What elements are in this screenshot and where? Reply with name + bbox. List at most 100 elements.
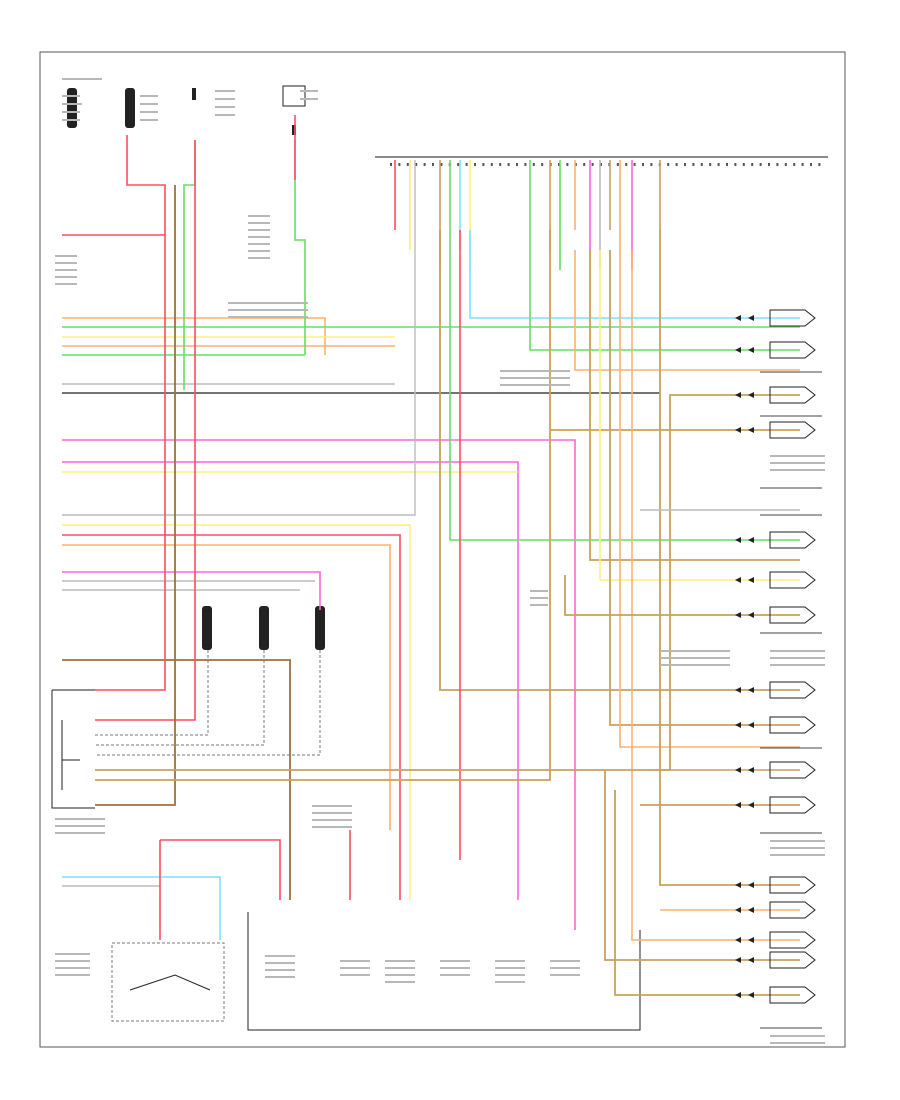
sensor-connector (735, 876, 816, 894)
connector-pin (784, 163, 787, 166)
tiny-label (55, 974, 90, 976)
sensor-connector (735, 309, 816, 327)
tiny-label (55, 967, 90, 969)
connector-pin (390, 163, 392, 166)
sensor-connector (735, 796, 816, 814)
tiny-label (385, 967, 415, 969)
tiny-label (660, 650, 730, 652)
tiny-label (550, 974, 580, 976)
wire-orange-6 (631, 250, 800, 941)
tiny-label (248, 257, 270, 259)
connector-pin (700, 163, 703, 166)
tiny-label (215, 90, 235, 92)
tiny-label (500, 384, 570, 386)
tiny-label (55, 255, 77, 257)
wire-yellow-3 (62, 524, 411, 900)
sensor-connector (735, 716, 816, 734)
diagram-frame (39, 51, 846, 1048)
tiny-label (495, 974, 525, 976)
tiny-label (265, 976, 295, 978)
connector-pin (717, 163, 720, 166)
sensor-connector (735, 386, 816, 404)
tiny-label (385, 960, 415, 962)
wire-tan-3 (589, 250, 800, 561)
tiny-label (55, 262, 77, 264)
tiny-label (530, 597, 548, 599)
fuse-4 (292, 125, 296, 135)
tiny-label (55, 953, 90, 955)
tiny-label (495, 967, 525, 969)
connector-pin (398, 163, 401, 166)
tiny-label (770, 840, 825, 842)
connector-pin (625, 163, 628, 166)
wire-yellow-4 (599, 250, 800, 581)
connector-pin (532, 163, 535, 166)
sensor-connector (735, 531, 816, 549)
tiny-label (660, 664, 730, 666)
tiny-label (55, 283, 77, 285)
tiny-label (55, 832, 105, 834)
sensor-connector (735, 341, 816, 359)
wire-brown-1 (62, 659, 291, 900)
tiny-label (340, 974, 370, 976)
sensor-connector (735, 951, 816, 969)
tiny-label (770, 1042, 825, 1044)
wire-tan-7 (95, 430, 551, 781)
tiny-label (770, 462, 825, 464)
connector-pin (465, 163, 468, 166)
tiny-label (140, 111, 158, 113)
connector-pin (759, 163, 762, 166)
connector-pin (768, 163, 770, 166)
tiny-label (312, 819, 352, 821)
sensor-connector (735, 901, 816, 919)
connector-pin (709, 163, 712, 166)
tiny-label (265, 955, 295, 957)
connector-pin (616, 163, 619, 166)
wire-tan-2 (549, 230, 800, 431)
tiny-label (55, 825, 105, 827)
tiny-label (300, 98, 318, 100)
tiny-label (248, 250, 270, 252)
wire-pink-2 (62, 461, 519, 900)
connector-pin (726, 163, 728, 166)
tiny-label (530, 590, 548, 592)
tiny-label (248, 236, 270, 238)
connector-pin (642, 163, 644, 166)
wire-tan-12 (564, 575, 800, 616)
connector-pin (415, 163, 418, 166)
connector-pin (684, 163, 686, 166)
tiny-label (55, 818, 105, 820)
sensor-switch (129, 974, 211, 991)
tiny-label (140, 119, 158, 121)
wire-red-2 (62, 135, 166, 236)
connector-pin (650, 163, 653, 166)
connector-pin (507, 163, 510, 166)
wire-green-3 (183, 140, 196, 390)
tiny-label (62, 78, 102, 80)
wire-orange-5 (619, 250, 800, 748)
connector-pin (583, 163, 586, 166)
tiny-label (248, 229, 270, 231)
tiny-label (550, 967, 580, 969)
ignition-coil-3 (315, 606, 325, 650)
wire-red-8 (160, 839, 281, 900)
tiny-label (62, 111, 80, 113)
tiny-label (440, 974, 470, 976)
tiny-label (550, 960, 580, 962)
connector-pin (440, 163, 443, 166)
connector-pin (734, 163, 737, 166)
tiny-label (248, 243, 270, 245)
left-module-switch (61, 720, 80, 790)
tiny-label (340, 967, 370, 969)
ignition-coil-1 (202, 606, 212, 650)
tiny-label (770, 650, 825, 652)
tiny-label (770, 664, 825, 666)
wire-lightblue-1 (469, 230, 800, 319)
connector-pin (667, 163, 670, 166)
sensor-connector (735, 681, 816, 699)
wire-pink-1 (62, 439, 576, 930)
tiny-label (228, 302, 308, 304)
connector-pin (457, 163, 460, 166)
connector-pin (818, 163, 821, 166)
wire-brown-2 (95, 185, 176, 806)
